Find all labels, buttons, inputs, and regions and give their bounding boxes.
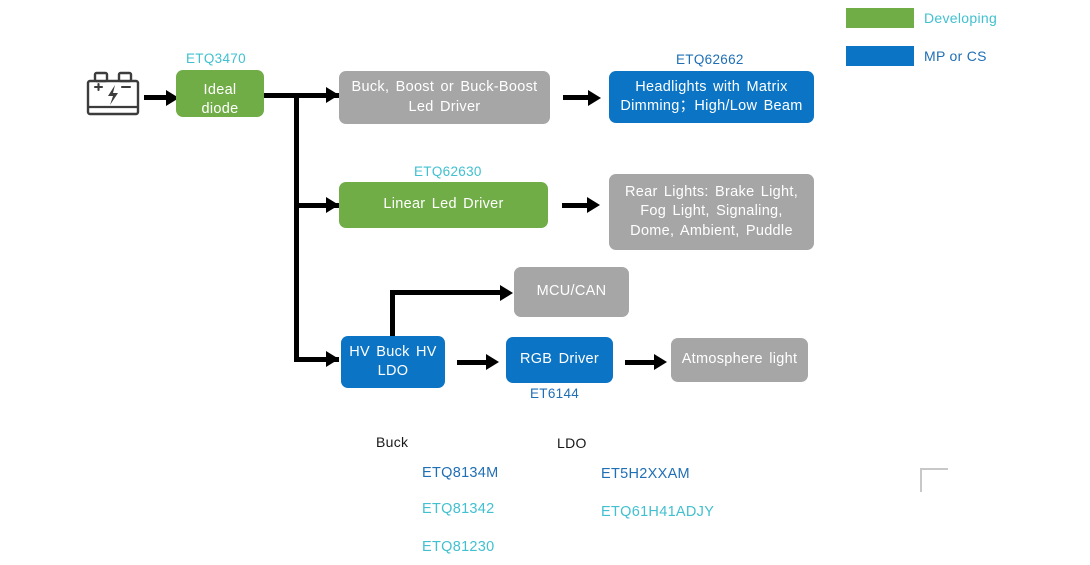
- arrowhead-bus-to-hv-buck: [326, 351, 339, 367]
- connector-bus-top: [264, 92, 339, 98]
- connector-driver-to-headlights: [563, 95, 595, 100]
- arrowhead-driver-to-headlights: [588, 89, 601, 106]
- node-hv-buck-hv-ldo-text: HV Buck HV LDO: [349, 343, 437, 379]
- node-mcu-can-text: MCU/CAN: [536, 283, 607, 300]
- node-headlights[interactable]: Headlights with Matrix Dimming；High/Low …: [609, 71, 814, 123]
- arrowhead-battery-to-ideal-diode: [166, 89, 179, 106]
- part-list-heading-ldo: LDO: [557, 435, 587, 451]
- arrowhead-bus-to-buck-boost: [326, 87, 339, 103]
- node-ideal-diode-controller[interactable]: Ideal diode controll: [176, 70, 264, 117]
- connector-hv-to-rgb: [457, 359, 492, 365]
- connector-hv-to-mcu-horizontal: [390, 290, 505, 295]
- arrowhead-linear-to-rear-lights: [587, 197, 600, 213]
- part-list-item-buck-2: ETQ81230: [422, 539, 495, 555]
- part-label-etq62630: ETQ62630: [414, 164, 482, 179]
- legend-label-mp-or-cs: MP or CS: [924, 48, 987, 64]
- connector-battery-to-ideal-diode: [144, 95, 168, 100]
- node-linear-led-driver-text: Linear Led Driver: [383, 196, 504, 213]
- part-label-et6144: ET6144: [530, 386, 580, 401]
- node-buck-boost-led-driver[interactable]: Buck, Boost or Buck-Boost Led Driver: [339, 71, 550, 124]
- arrowhead-hv-to-rgb: [486, 354, 499, 370]
- node-atmosphere-light[interactable]: Atmosphere light: [671, 338, 808, 382]
- legend-swatch-mp-or-cs: [846, 46, 914, 66]
- connector-linear-to-rear-lights: [562, 202, 594, 208]
- node-ideal-diode-controller-text: Ideal diode controll: [201, 82, 239, 117]
- part-label-etq3470: ETQ3470: [186, 51, 246, 66]
- part-list-heading-buck: Buck: [376, 434, 409, 450]
- part-list-item-buck-0: ETQ8134M: [422, 465, 499, 481]
- arrowhead-rgb-to-atmosphere: [654, 354, 667, 370]
- node-rear-lights[interactable]: Rear Lights: Brake Light, Fog Light, Sig…: [609, 174, 814, 250]
- node-hv-buck-hv-ldo[interactable]: HV Buck HV LDO: [341, 336, 445, 388]
- part-list-item-buck-1: ETQ81342: [422, 501, 495, 517]
- corner-registration-mark: [920, 468, 948, 492]
- node-rgb-driver-text: RGB Driver: [519, 351, 600, 368]
- node-rgb-driver[interactable]: RGB Driver: [506, 337, 613, 383]
- legend-item-mp-or-cs: MP or CS: [846, 46, 987, 66]
- arrowhead-bus-to-linear-driver: [326, 197, 339, 213]
- node-buck-boost-led-driver-text: Buck, Boost or Buck-Boost Led Driver: [351, 79, 538, 115]
- connector-bus-to-linear: [294, 202, 339, 208]
- legend-swatch-developing: [846, 8, 914, 28]
- part-label-etq62662: ETQ62662: [676, 52, 744, 67]
- connector-bus-to-hv: [294, 356, 339, 362]
- car-battery-icon: [84, 68, 142, 125]
- connector-rgb-to-atmosphere: [625, 359, 660, 365]
- node-linear-led-driver[interactable]: Linear Led Driver: [339, 182, 548, 228]
- arrowhead-hv-to-mcu: [500, 284, 513, 301]
- node-atmosphere-light-text: Atmosphere light: [681, 351, 798, 368]
- node-rear-lights-text: Rear Lights: Brake Light, Fog Light, Sig…: [624, 184, 799, 239]
- connector-bus-vertical: [294, 92, 299, 362]
- part-list-item-ldo-1: ETQ61H41ADJY: [601, 504, 715, 520]
- node-headlights-text: Headlights with Matrix Dimming；High/Low …: [620, 78, 803, 114]
- legend-label-developing: Developing: [924, 10, 998, 26]
- part-list-item-ldo-0: ET5H2XXAM: [601, 466, 690, 482]
- node-mcu-can[interactable]: MCU/CAN: [514, 267, 629, 317]
- connector-hv-to-mcu-vertical: [390, 290, 395, 338]
- legend-item-developing: Developing: [846, 8, 997, 28]
